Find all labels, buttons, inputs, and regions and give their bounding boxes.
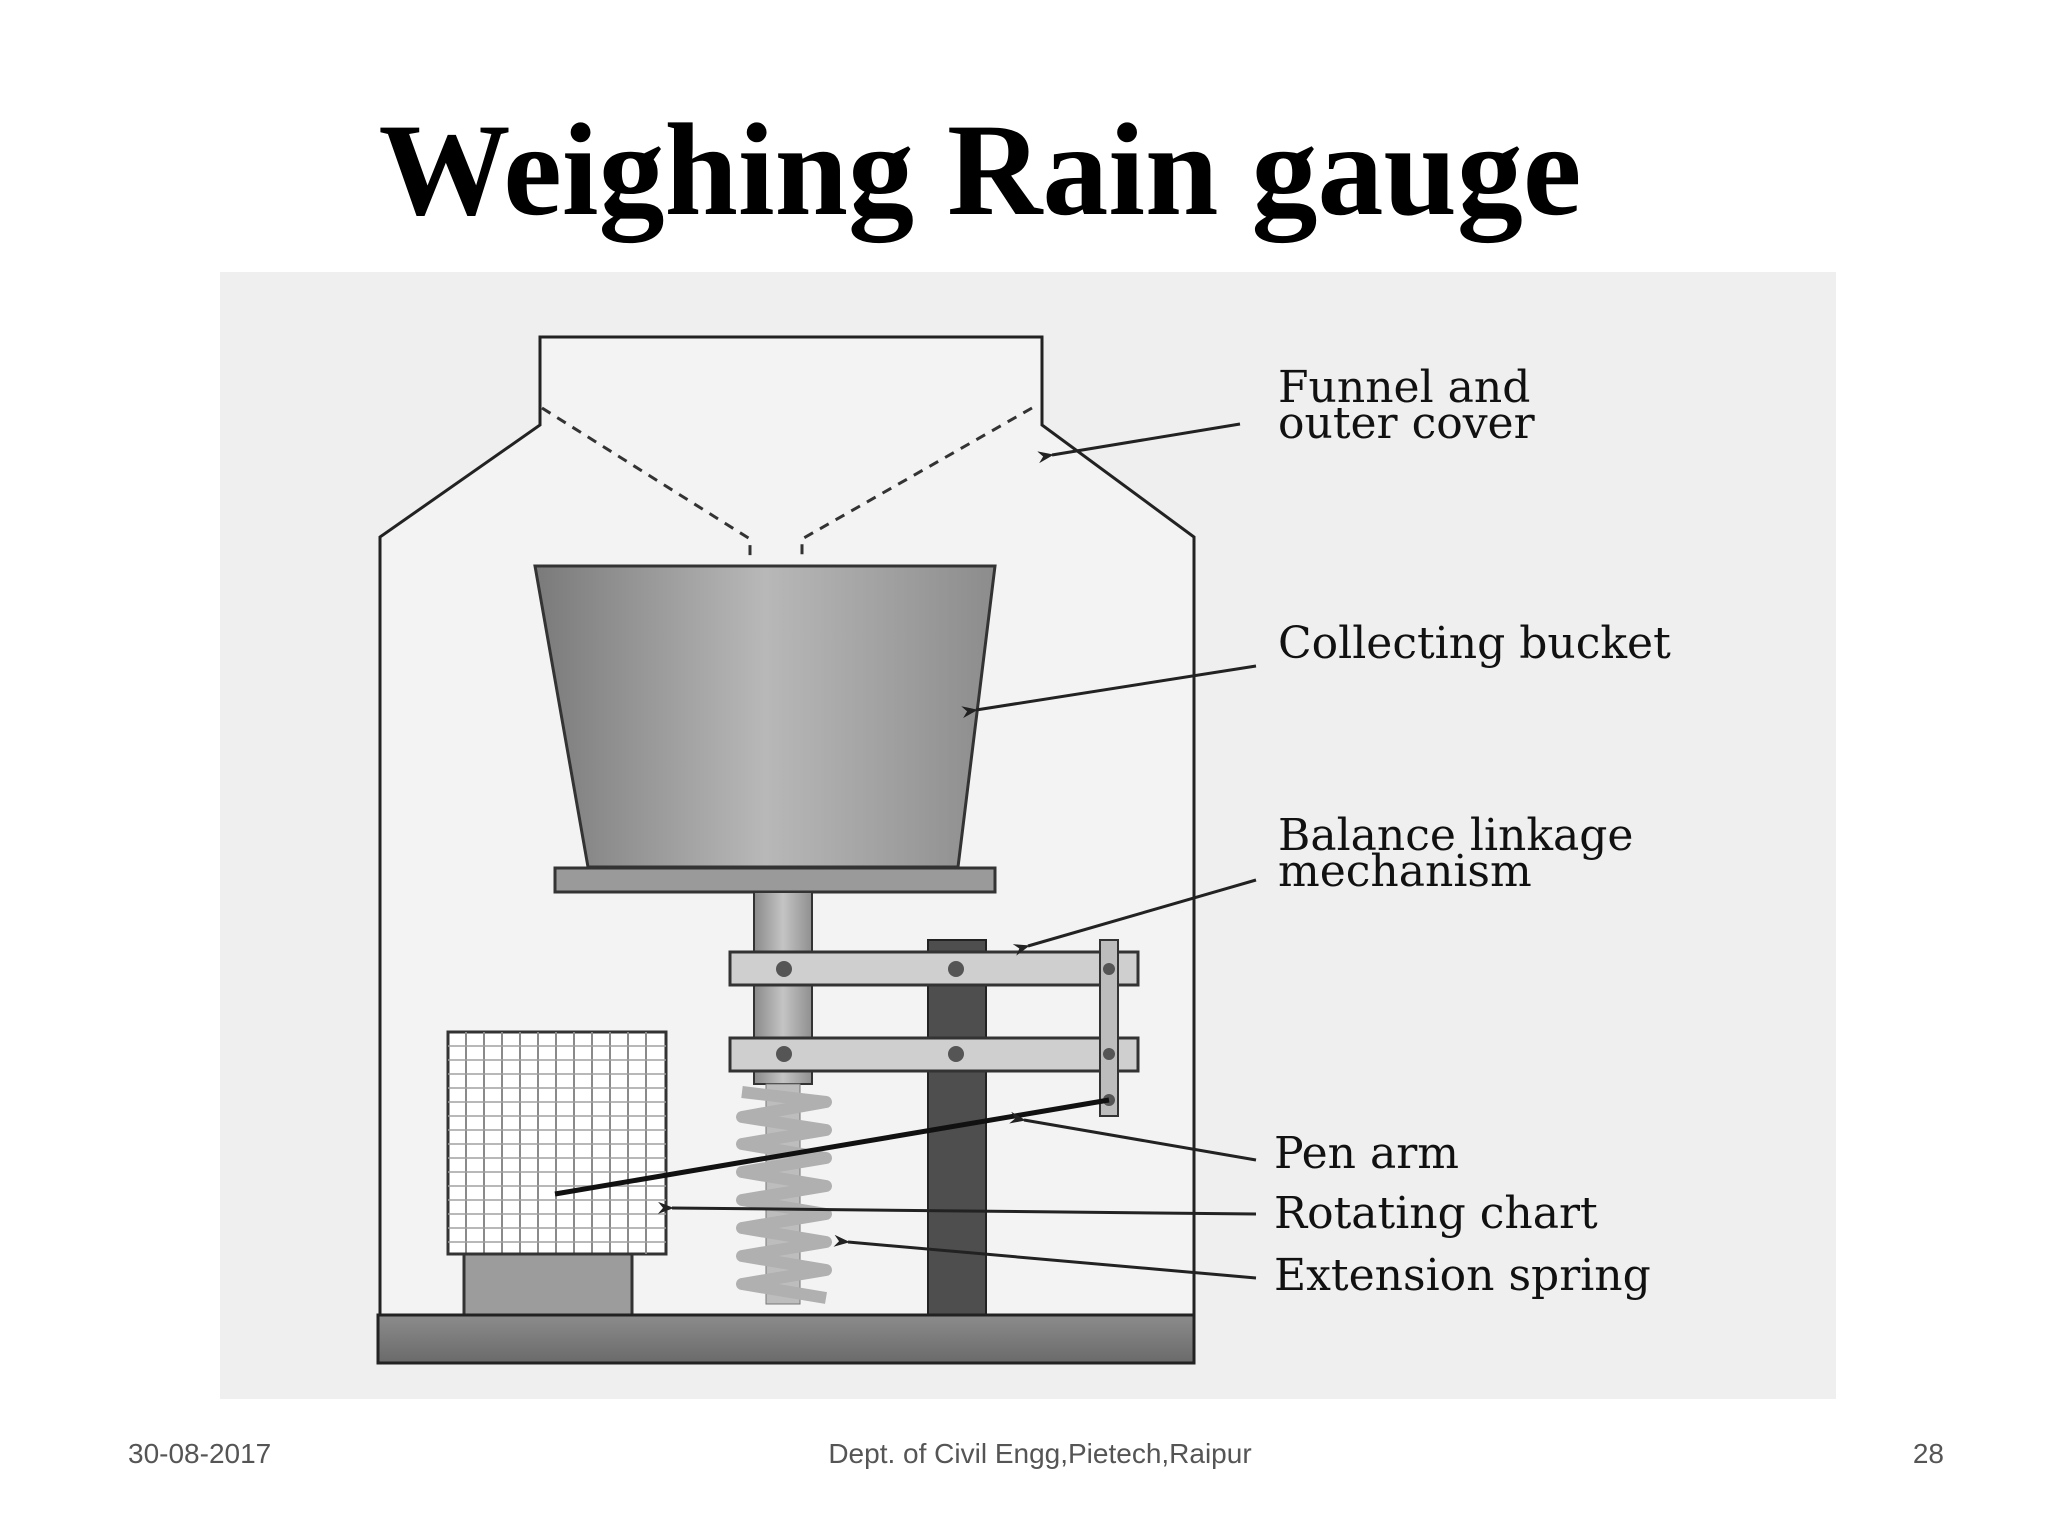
footer-department: Dept. of Civil Engg,Pietech,Raipur xyxy=(828,1438,1252,1469)
linkage-bar-lower xyxy=(728,1036,1140,1073)
rain-gauge-diagram: Funnel and outer cover Collecting bucket… xyxy=(220,272,1836,1399)
label-pen-arm: Pen arm xyxy=(1274,1128,1459,1179)
pivot xyxy=(776,961,792,977)
label-funnel-line1: Funnel and xyxy=(1278,362,1530,413)
pivot xyxy=(1103,963,1115,975)
pivot xyxy=(948,1046,964,1062)
linkage-vertical-bar xyxy=(1099,939,1119,1117)
arrow-spring xyxy=(833,1234,1257,1280)
slide-title: Weighing Rain gauge xyxy=(378,96,1582,243)
label-rotating-chart: Rotating chart xyxy=(1274,1188,1598,1239)
label-balance-line1: Balance linkage xyxy=(1278,810,1633,861)
footer-page-number: 28 xyxy=(1912,1438,1944,1469)
rotating-chart xyxy=(446,1030,668,1317)
arrow-rotating-chart xyxy=(657,1201,1257,1216)
label-collecting-bucket: Collecting bucket xyxy=(1278,618,1671,669)
bucket-platform xyxy=(553,866,997,894)
pivot xyxy=(948,961,964,977)
funnel xyxy=(541,406,1033,562)
label-extension-spring: Extension spring xyxy=(1274,1250,1651,1301)
extension-spring xyxy=(736,1083,832,1305)
arrow-funnel xyxy=(1037,422,1241,464)
label-funnel-line2: outer cover xyxy=(1278,398,1536,449)
arrow-bucket xyxy=(961,664,1257,719)
pivot xyxy=(1103,1048,1115,1060)
pivot xyxy=(776,1046,792,1062)
gauge-base xyxy=(376,1313,1196,1365)
arrow-balance xyxy=(1012,878,1257,956)
collecting-bucket xyxy=(533,564,997,869)
label-balance-line2: mechanism xyxy=(1278,846,1532,897)
linkage-bar-upper xyxy=(728,950,1140,987)
footer-date: 30-08-2017 xyxy=(128,1438,272,1469)
arrow-pen-arm xyxy=(1009,1111,1257,1162)
